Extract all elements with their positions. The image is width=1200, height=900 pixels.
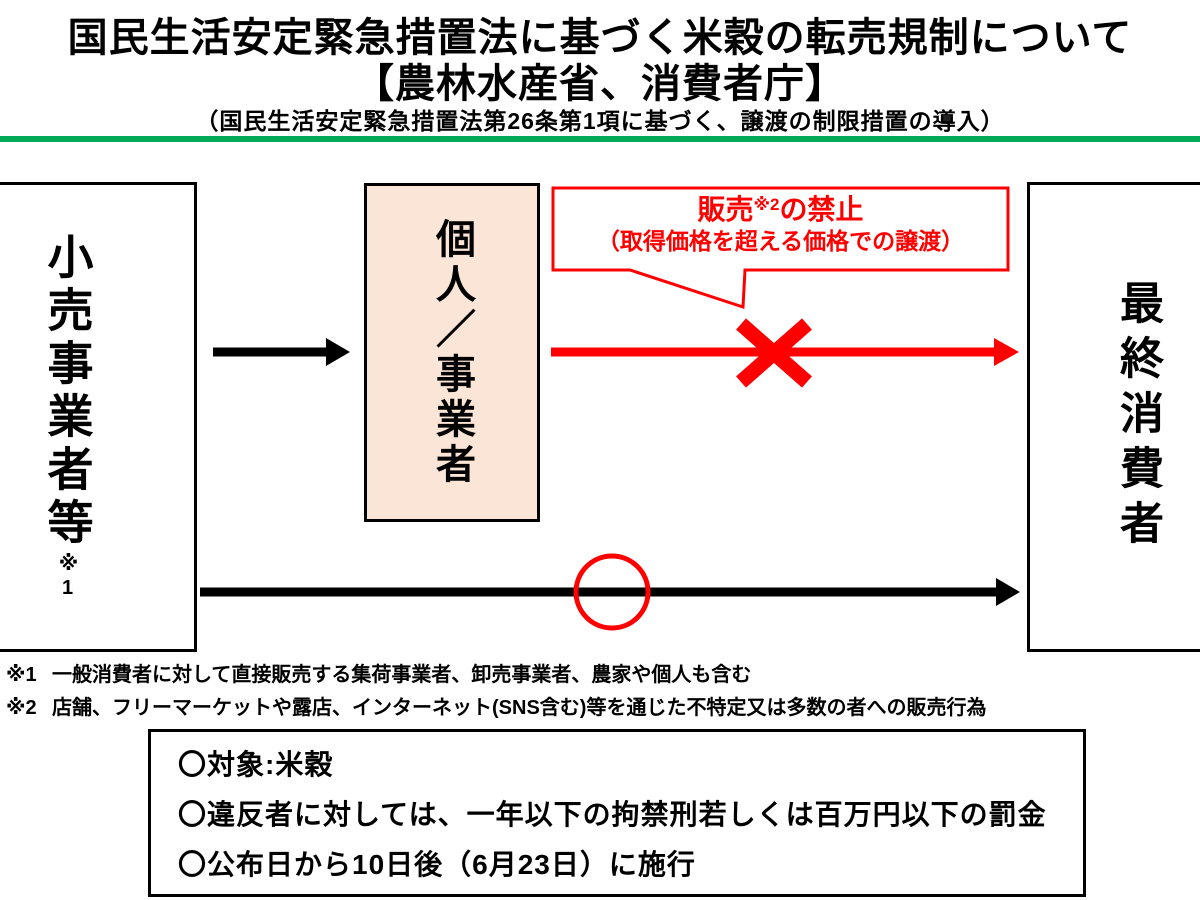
summary-item-target: 〇対象:米穀 [178, 749, 334, 780]
final-consumer-box-label: 最終消費者 [1113, 279, 1162, 555]
page-title-agencies: 【農林水産省、消費者庁】 [354, 62, 846, 106]
prohibition-callout-detail: （取得価格を超える価格での譲渡） [596, 228, 965, 255]
prohibition-callout-title: 販売※2の禁止 [697, 194, 864, 225]
page-subtitle: （国民生活安定緊急措置法第26条第1項に基づく、譲渡の制限措置の導入） [195, 108, 1005, 134]
footnote-2-ref: ※2 [6, 697, 37, 719]
note2-superscript: ※2 [753, 195, 780, 214]
summary-item-penalty: 〇違反者に対しては、一年以下の拘禁刑若しくは百万円以下の罰金 [178, 799, 1047, 830]
summary-box: 〇対象:米穀 〇違反者に対しては、一年以下の拘禁刑若しくは百万円以下の罰金 〇公… [148, 729, 1086, 897]
retail-business-box-label-group: 小売事業者等※1 [41, 233, 94, 601]
retail-business-box-label: 小売事業者等 [41, 233, 94, 551]
arrow-retail-to-consumer [200, 578, 1020, 606]
green-divider-rule [0, 136, 1200, 142]
retail-business-box-note-ref: ※1 [56, 551, 79, 601]
summary-item-enforcement-date: 〇公布日から10日後（6月23日）に施行 [178, 849, 696, 880]
final-consumer-box: 最終消費者 [1027, 182, 1200, 652]
retail-business-box: 小売事業者等※1 [0, 182, 197, 652]
footnote-1-ref: ※1 [6, 664, 37, 686]
individual-business-box: 個人／事業者 [364, 183, 540, 522]
individual-business-box-label: 個人／事業者 [430, 217, 474, 488]
footnote-1: ※1 一般消費者に対して直接販売する集荷事業者、卸売事業者、農家や個人も含む [6, 659, 986, 692]
footnote-2-text: 店舗、フリーマーケットや露店、インターネット(SNS含む)等を通じた不特定又は多… [52, 697, 987, 719]
arrow-retail-to-individual [213, 338, 350, 366]
footnote-2: ※2 店舗、フリーマーケットや露店、インターネット(SNS含む)等を通じた不特定又… [6, 692, 986, 725]
prohibition-callout: 販売※2の禁止 （取得価格を超える価格での譲渡） [553, 192, 1008, 256]
prohibition-x-icon [736, 318, 812, 388]
footnotes: ※1 一般消費者に対して直接販売する集荷事業者、卸売事業者、農家や個人も含む ※2… [6, 659, 986, 725]
allowed-circle-icon [573, 553, 651, 631]
footnote-1-text: 一般消費者に対して直接販売する集荷事業者、卸売事業者、農家や個人も含む [52, 664, 752, 686]
arrow-individual-to-consumer-prohibited [551, 338, 1019, 366]
page-title: 国民生活安定緊急措置法に基づく米穀の転売規制について [67, 16, 1133, 60]
